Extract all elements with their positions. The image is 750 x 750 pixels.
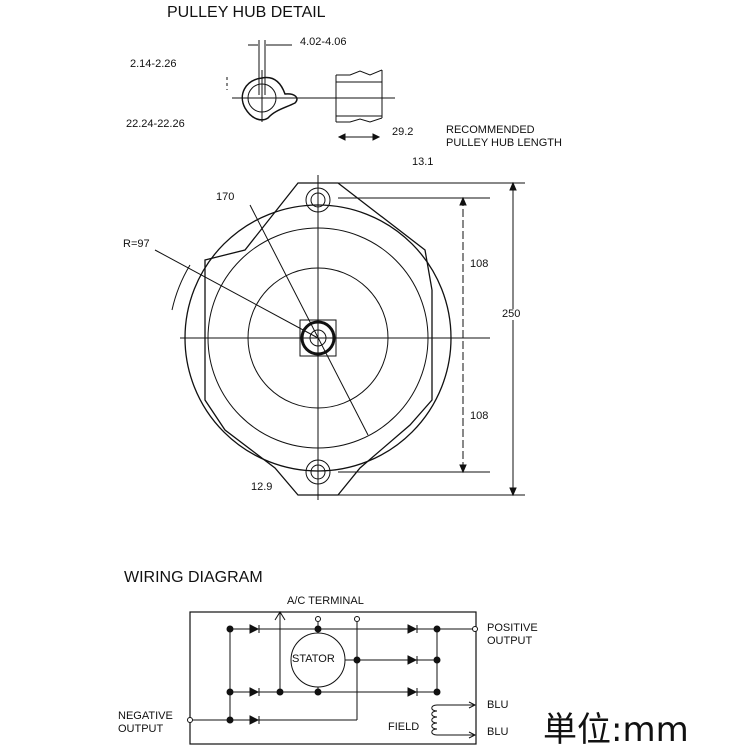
dim-108-top: 108 xyxy=(470,258,489,270)
note-line2: PULLEY HUB LENGTH xyxy=(446,137,562,149)
dim-keyway-width: 4.02-4.06 xyxy=(300,36,347,48)
dim-13-1: 13.1 xyxy=(412,156,434,168)
dim-250: 250 xyxy=(502,308,521,320)
dim-bore: 22.24-22.26 xyxy=(126,118,185,130)
dim-keyway-depth: 2.14-2.26 xyxy=(130,58,177,70)
dim-108-bottom: 108 xyxy=(470,410,489,422)
negative-label-2: OUTPUT xyxy=(118,723,164,735)
dim-12-9: 12.9 xyxy=(251,481,273,493)
diode-symbols xyxy=(249,624,418,725)
unit-label: 単位:mm xyxy=(543,710,689,750)
positive-label-2: OUTPUT xyxy=(487,635,533,647)
field-label: FIELD xyxy=(388,721,420,733)
ac-terminal-label: A/C TERMINAL xyxy=(287,595,364,607)
junction-dots xyxy=(226,625,441,724)
wiring-diagram xyxy=(187,611,478,745)
dim-170: 170 xyxy=(216,191,235,203)
pulley-hub-section xyxy=(226,40,395,141)
stator-symbol xyxy=(290,632,346,688)
dim-radius: R=97 xyxy=(123,238,150,250)
negative-label-1: NEGATIVE xyxy=(118,710,173,722)
blu-label-2: BLU xyxy=(487,726,509,738)
note-line1: RECOMMENDED xyxy=(446,124,535,136)
pulley-hub-title: PULLEY HUB DETAIL xyxy=(167,4,326,21)
alternator-front-view xyxy=(154,175,525,500)
wiring-title: WIRING DIAGRAM xyxy=(124,569,263,586)
blu-label-1: BLU xyxy=(487,699,509,711)
positive-label-1: POSITIVE xyxy=(487,622,538,634)
field-coil xyxy=(431,704,438,736)
stator-label: STATOR xyxy=(292,653,335,665)
dim-hub-length: 29.2 xyxy=(392,126,414,138)
